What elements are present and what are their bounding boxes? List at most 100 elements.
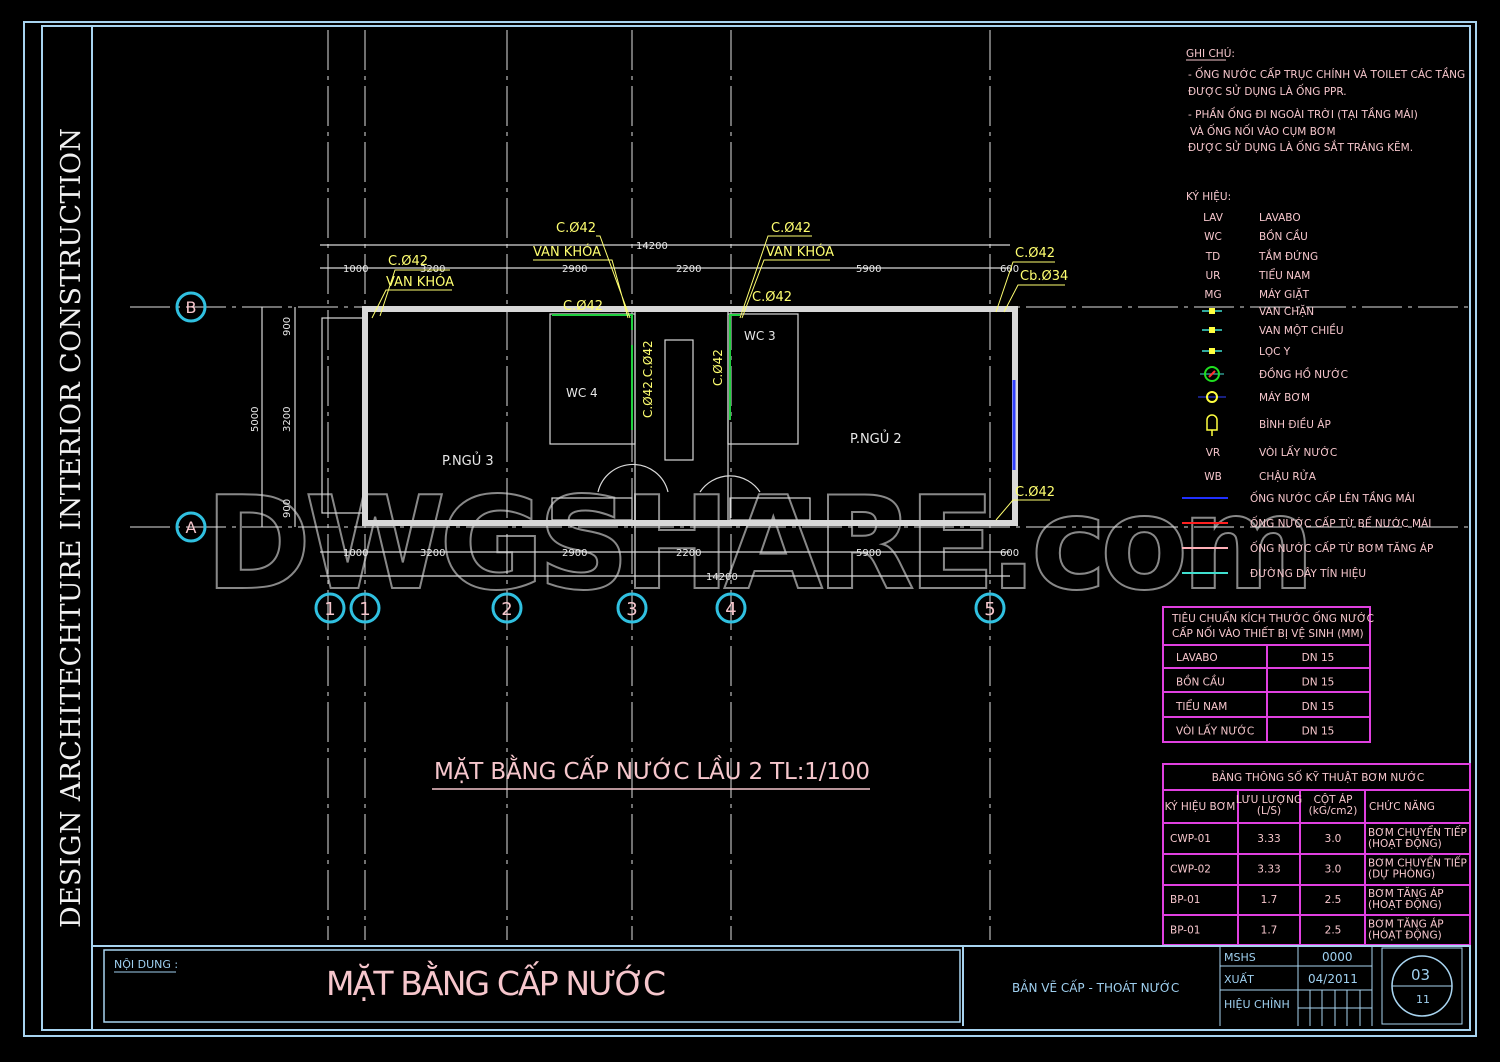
legend-line-label: ỐNG NƯỚC CẤP LÊN TẦNG MÁI bbox=[1250, 491, 1415, 505]
axis-bubble bbox=[616, 592, 648, 624]
table-cell: (HOẠT ĐỘNG) bbox=[1368, 837, 1442, 850]
axis-label: 3 bbox=[626, 599, 637, 620]
legend-label: LỌC Y bbox=[1259, 346, 1291, 358]
valve-label: VAN KHÓA bbox=[386, 274, 454, 290]
table-cell: TIỂU NAM bbox=[1175, 699, 1227, 713]
dim-bottom: 2900 bbox=[562, 548, 587, 559]
legend-symbol: WC bbox=[1204, 231, 1222, 243]
watermark: DWGSHARE.com bbox=[205, 470, 1315, 619]
legend-label: MÁY GIẶT bbox=[1259, 288, 1310, 301]
title-block: NỘI DUNG : MẶT BẰNG CẤP NƯỚC BẢN VẼ CẤP … bbox=[91, 945, 1471, 1031]
needle bbox=[1208, 370, 1216, 378]
circle bbox=[1206, 391, 1218, 403]
legend-symbol: UR bbox=[1206, 270, 1221, 282]
pipe-label: Cb.Ø34 bbox=[1020, 269, 1068, 284]
table-cell: DN 15 bbox=[1302, 726, 1335, 738]
dim-left-part: 3200 bbox=[282, 407, 293, 432]
pipe-label: C.Ø42 bbox=[771, 221, 811, 236]
legend-line-label: ĐƯỜNG DÂY TÍN HIỆU bbox=[1250, 567, 1366, 580]
room-label: P.NGỦ 3 bbox=[442, 452, 494, 469]
table-cell: BƠM TĂNG ÁP bbox=[1368, 918, 1444, 931]
pipe-label: C.Ø42 bbox=[1015, 246, 1055, 261]
axis-bubble bbox=[314, 592, 346, 624]
table-cell: BƠM TĂNG ÁP bbox=[1368, 887, 1444, 900]
table-header: LƯU LƯỢNG bbox=[1236, 794, 1302, 806]
table-cell: BƠM CHUYỂN TIẾP bbox=[1368, 825, 1467, 839]
dim-total-top: 14200 bbox=[636, 241, 668, 252]
table-cell: 3.33 bbox=[1257, 864, 1280, 876]
dim-top: 5900 bbox=[856, 264, 881, 275]
dim-bottom: 1000 bbox=[343, 548, 368, 559]
legend-line-label: ỐNG NƯỚC CẤP TỪ BỂ NƯỚC MÁI bbox=[1250, 516, 1431, 530]
notes-heading: GHI CHÚ: bbox=[1186, 47, 1235, 60]
pipe-label: C.Ø42.C.Ø42 bbox=[641, 340, 655, 418]
axis-bubble bbox=[175, 511, 207, 543]
table-cell: BP-01 bbox=[1170, 894, 1200, 906]
table-cell: LAVABO bbox=[1176, 652, 1218, 664]
table-header: KÝ HIỆU BƠM bbox=[1165, 800, 1236, 813]
table-title: TIÊU CHUẨN KÍCH THƯỚC ỐNG NƯỚC bbox=[1171, 611, 1374, 625]
note-line: ĐƯỢC SỬ DỤNG LÀ ỐNG SẮT TRÁNG KẼM. bbox=[1188, 140, 1413, 154]
legend-line-label: ỐNG NƯỚC CẤP TỪ BƠM TĂNG ÁP bbox=[1250, 541, 1433, 555]
plan-title: MẶT BẰNG CẤP NƯỚC LẦU 2 TL:1/100 bbox=[434, 754, 870, 785]
pipe-label: C.Ø42 bbox=[388, 254, 428, 269]
pressure-tank-icon bbox=[1206, 414, 1218, 436]
table-cell: 1.7 bbox=[1261, 894, 1278, 906]
note-line: - ỐNG NƯỚC CẤP TRỤC CHÍNH VÀ TOILET CÁC … bbox=[1188, 67, 1465, 81]
legend-symbol: WB bbox=[1204, 471, 1222, 483]
axis-bubble bbox=[974, 592, 1006, 624]
table-header: CHỨC NĂNG bbox=[1369, 800, 1435, 813]
dim-bottom: 3200 bbox=[420, 548, 445, 559]
sheet-title: MẶT BẰNG CẤP NƯỚC bbox=[326, 959, 666, 1003]
legend-label: TIỂU NAM bbox=[1258, 268, 1310, 282]
issue-date: 04/2011 bbox=[1308, 972, 1358, 986]
valve bbox=[1209, 348, 1215, 354]
sheet-total: 11 bbox=[1416, 993, 1430, 1006]
dim-left-total: 5000 bbox=[250, 407, 261, 432]
pipe-annotations: C.Ø42 VAN KHÓA C.Ø42 VAN KHÓA C.Ø42 C.Ø4… bbox=[371, 221, 1068, 521]
table-cell: 2.5 bbox=[1325, 894, 1342, 906]
table-header: (L/S) bbox=[1257, 805, 1281, 817]
axis-label: 1 bbox=[359, 599, 370, 620]
room-label: WC 3 bbox=[744, 329, 776, 343]
pipe-label: C.Ø42 bbox=[556, 221, 596, 236]
legend-label: VÒI LẤY NƯỚC bbox=[1259, 445, 1337, 459]
pipe-label: C.Ø42 bbox=[711, 349, 725, 386]
gate-valve-icon bbox=[1202, 308, 1222, 314]
axis-label: A bbox=[186, 518, 197, 537]
axis-label: 2 bbox=[501, 599, 512, 620]
dim-top: 2900 bbox=[562, 264, 587, 275]
legend-symbol: VR bbox=[1206, 447, 1220, 459]
table-cell: DN 15 bbox=[1302, 652, 1335, 664]
tank bbox=[1206, 414, 1218, 436]
drawing-type: BẢN VẼ CẤP - THOÁT NƯỚC bbox=[1012, 979, 1179, 995]
sidebar-brand: DESIGN ARCHITECHTURE INTERIOR CONSTRUCTI… bbox=[56, 128, 87, 928]
dim-bottom: 600 bbox=[1000, 548, 1019, 559]
valve-label: VAN KHÓA bbox=[533, 244, 601, 260]
issue-label: XUẤT bbox=[1224, 972, 1254, 986]
legend-label: TẮM ĐỨNG bbox=[1258, 249, 1318, 263]
legend-label: BÌNH ĐIỀU ÁP bbox=[1259, 417, 1331, 431]
dim-left-part: 900 bbox=[282, 499, 293, 518]
table-cell: DN 15 bbox=[1302, 701, 1335, 713]
note-line: ĐƯỢC SỬ DỤNG LÀ ỐNG PPR. bbox=[1188, 84, 1347, 98]
content-label: NỘI DUNG : bbox=[114, 958, 178, 971]
legend-label: ĐỒNG HỒ NƯỚC bbox=[1259, 367, 1348, 381]
table-header: CỘT ÁP bbox=[1314, 793, 1353, 806]
y-strainer-icon bbox=[1202, 348, 1222, 354]
check-valve-icon bbox=[1202, 327, 1222, 333]
note-line: - PHẦN ỐNG ĐI NGOÀI TRỜI (TẠI TẦNG MÁI) bbox=[1188, 107, 1418, 121]
axis-bubble bbox=[491, 592, 523, 624]
room-label: P.NGỦ 2 bbox=[850, 430, 902, 447]
pump-icon bbox=[1198, 391, 1226, 403]
table-cell: CWP-01 bbox=[1170, 833, 1211, 845]
legend-symbol: LAV bbox=[1203, 212, 1224, 224]
table-cell: 3.33 bbox=[1257, 833, 1280, 845]
dim-top: 2200 bbox=[676, 264, 701, 275]
axis-label: B bbox=[186, 298, 197, 317]
table-title: CẤP NỐI VÀO THIẾT BỊ VỆ SINH (MM) bbox=[1172, 626, 1364, 640]
